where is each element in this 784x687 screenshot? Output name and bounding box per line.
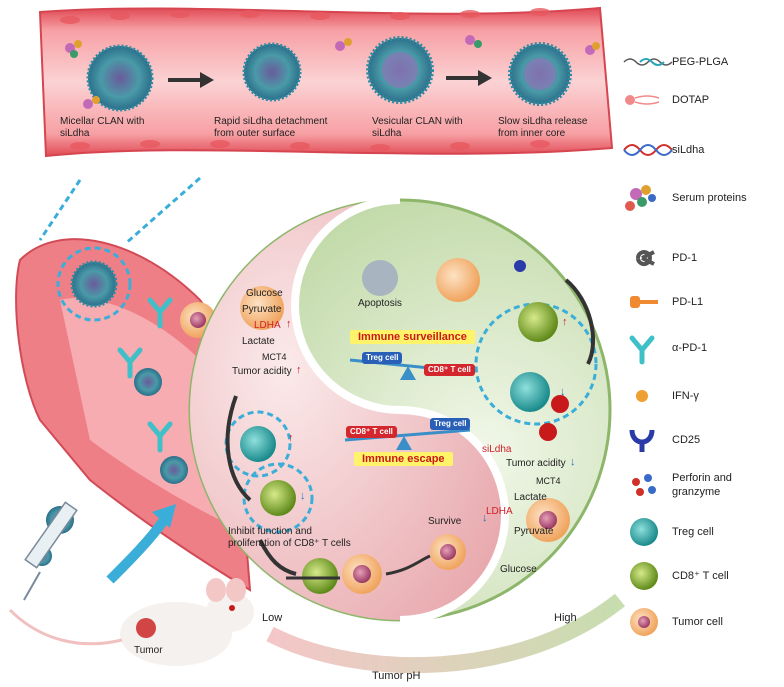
syringe-icon (23, 501, 78, 601)
left-tumor-acidity: Tumor acidity (232, 366, 292, 377)
left-lactate: Lactate (242, 336, 275, 347)
step3-label-b: siLdha (372, 128, 402, 139)
step2-label-b: from outer surface (214, 128, 296, 139)
legend-dotap: DOTAP (672, 94, 710, 106)
left-ldha: LDHA (254, 320, 281, 331)
left-cd8-pill: CD8⁺ T cell (346, 426, 397, 438)
yin-yang-diagram (188, 196, 612, 624)
legend-pd1: PD-1 (672, 252, 698, 264)
step4-label: Slow siLdha release (498, 116, 588, 127)
step1-label: Micellar CLAN with (60, 116, 145, 127)
acidity-up-arrow: ↑ (296, 364, 302, 376)
step1-label-b: siLdha (60, 128, 90, 139)
left-mct4: MCT4 (262, 352, 287, 362)
immune-escape-banner: Immune escape (354, 452, 453, 466)
step3-label: Vesicular CLAN with (372, 116, 463, 127)
left-glucose: Glucose (246, 288, 283, 299)
step2-label: Rapid siLdha detachment (214, 116, 328, 127)
right-acidity-down-arrow: ↓ (570, 456, 576, 468)
right-treg-pill: Treg cell (362, 352, 403, 364)
treg-up-arrow: ↑ (288, 432, 294, 444)
right-tumor-acidity: Tumor acidity (506, 458, 566, 469)
tumor-label: Tumor (134, 645, 163, 656)
apoptosis-label: Apoptosis (358, 298, 402, 309)
dashed-connector (38, 179, 82, 241)
ldha-up-arrow: ↑ (286, 318, 292, 330)
right-ldha-down-arrow: ↓ (482, 512, 488, 524)
legend-ifn-gamma: IFN-γ (672, 390, 699, 402)
legend-serum-proteins: Serum proteins (672, 192, 747, 204)
legend-peg-plga: PEG-PLGA (672, 56, 729, 68)
right-cd8-up-arrow: ↑ (562, 316, 568, 328)
right-cd8-pill: CD8⁺ T cell (424, 364, 475, 376)
legend-anti-pd1: α-PD-1 (672, 342, 708, 354)
legend-cd8: CD8⁺ T cell (672, 570, 729, 582)
left-pyruvate: Pyruvate (242, 304, 282, 315)
right-glucose: Glucose (500, 564, 537, 575)
inhibit-line2: proliferation of CD8⁺ T cells (228, 538, 351, 549)
survive-label: Survive (428, 516, 462, 527)
legend-cd25: CD25 (672, 434, 701, 446)
legend-pdl1: PD-L1 (672, 296, 704, 308)
legend-tumor-cell: Tumor cell (672, 616, 723, 628)
top-blood-vessel (38, 6, 614, 158)
legend-treg: Treg cell (672, 526, 714, 538)
step4-label-b: from inner core (498, 128, 566, 139)
legend-granzyme: granzyme (672, 486, 721, 498)
legend-perforin: Perforin and (672, 472, 732, 484)
inhibit-line1: Inhibit function and (228, 526, 312, 537)
right-pyruvate: Pyruvate (514, 526, 554, 537)
immune-surveillance-banner: Immune surveillance (350, 330, 475, 344)
right-sildha: siLdha (482, 444, 512, 455)
right-ldha: LDHA (486, 506, 513, 517)
ph-high-label: High (554, 612, 577, 624)
left-treg-pill: Treg cell (430, 418, 471, 430)
mouse-icon (8, 578, 254, 666)
cd8-down-arrow: ↓ (300, 490, 306, 502)
legend-sildha: siLdha (672, 144, 705, 156)
right-mct4: MCT4 (536, 476, 561, 486)
right-lactate: Lactate (514, 492, 547, 503)
tumor-ph-label: Tumor pH (372, 670, 421, 682)
right-treg-down-arrow: ↓ (560, 386, 566, 398)
legend-icons (623, 58, 673, 636)
ph-low-label: Low (262, 612, 283, 624)
